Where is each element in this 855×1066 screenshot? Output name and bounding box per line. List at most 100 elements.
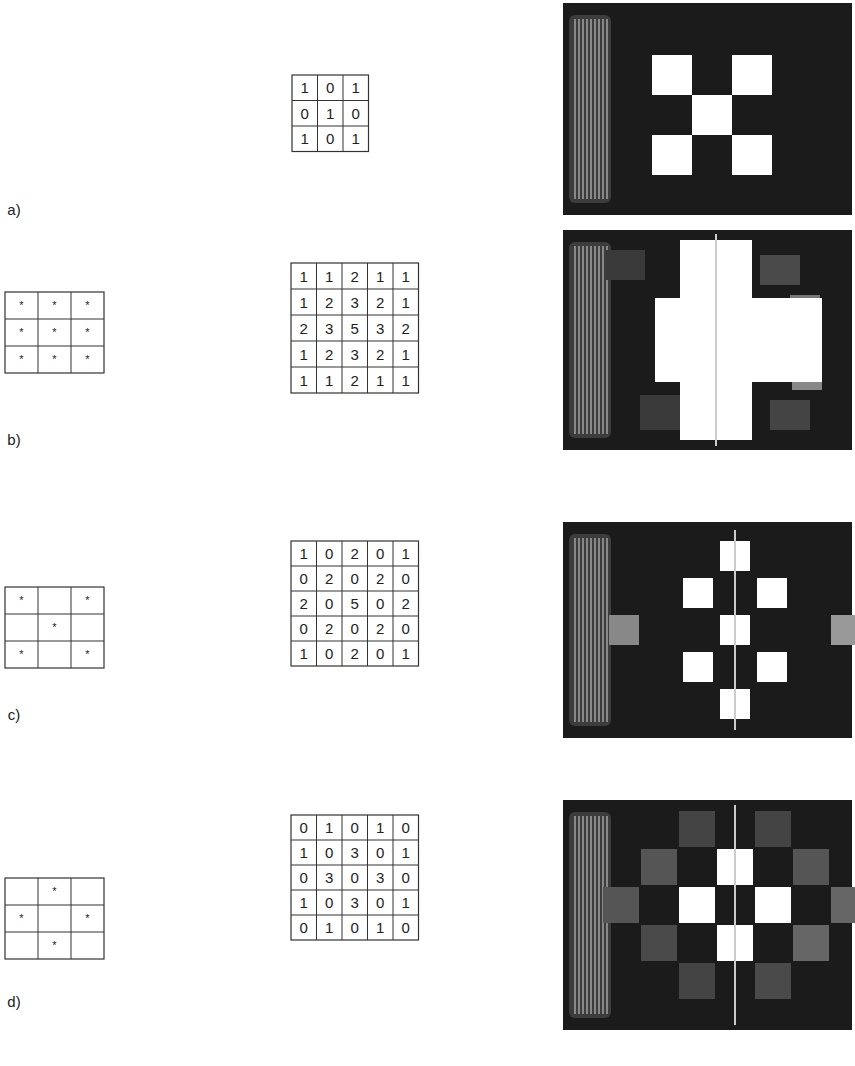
stripe bbox=[598, 246, 599, 434]
table-cell: 0 bbox=[393, 865, 419, 890]
table-cell: 2 bbox=[317, 616, 343, 641]
kernel-mark: * bbox=[5, 905, 38, 932]
grid-line bbox=[291, 341, 419, 342]
grid-line bbox=[342, 263, 343, 393]
grid-line bbox=[38, 587, 39, 668]
table-cell: 1 bbox=[317, 263, 343, 289]
light-square bbox=[755, 811, 791, 847]
grid-line bbox=[367, 815, 368, 940]
photo bbox=[563, 230, 852, 450]
panel-label: c) bbox=[2, 703, 26, 725]
kernel-mark: * bbox=[71, 641, 104, 668]
kernel-mark: * bbox=[5, 346, 38, 373]
table-cell: 1 bbox=[291, 641, 317, 666]
table-cell: 1 bbox=[368, 815, 394, 840]
light-square bbox=[757, 652, 787, 682]
light-square bbox=[793, 925, 829, 961]
light-square bbox=[655, 298, 822, 382]
table-cell: 3 bbox=[342, 289, 368, 315]
table-cell: 1 bbox=[291, 541, 317, 566]
table-cell: 1 bbox=[317, 815, 343, 840]
stripe bbox=[606, 538, 607, 722]
table-cell: 0 bbox=[393, 566, 419, 591]
table-cell: 2 bbox=[368, 289, 394, 315]
scan-line bbox=[734, 530, 736, 730]
scan-line bbox=[734, 805, 736, 1025]
table-cell: 0 bbox=[393, 915, 419, 940]
table-cell: 3 bbox=[317, 865, 343, 890]
kernel-mark: * bbox=[38, 319, 71, 346]
table-cell: 2 bbox=[368, 616, 394, 641]
stripe bbox=[586, 538, 587, 722]
number-grid bbox=[5, 587, 104, 668]
grid-line bbox=[291, 616, 419, 617]
table-cell: 2 bbox=[317, 341, 343, 367]
grid-frame bbox=[5, 878, 104, 959]
light-square bbox=[692, 95, 732, 135]
stripe bbox=[590, 19, 591, 199]
stripe bbox=[594, 538, 595, 722]
table-cell: 0 bbox=[342, 616, 368, 641]
grid-line bbox=[71, 292, 72, 373]
stripe-panel bbox=[569, 242, 611, 438]
table-cell: 3 bbox=[368, 865, 394, 890]
table-cell: 1 bbox=[291, 341, 317, 367]
photo-ground bbox=[563, 522, 852, 738]
light-square bbox=[603, 887, 639, 923]
light-square bbox=[652, 135, 692, 175]
table-cell: 2 bbox=[393, 591, 419, 616]
stripe bbox=[578, 538, 579, 722]
table-cell: 0 bbox=[343, 101, 369, 127]
kernel-mark: * bbox=[38, 614, 71, 641]
table-cell: 1 bbox=[393, 341, 419, 367]
grid-line bbox=[291, 890, 419, 891]
kernel-mark: * bbox=[5, 641, 38, 668]
grid-line bbox=[292, 126, 369, 127]
light-square bbox=[609, 615, 639, 645]
table-cell: 2 bbox=[368, 341, 394, 367]
grid-line bbox=[393, 815, 394, 940]
light-square bbox=[831, 887, 855, 923]
table-cell: 1 bbox=[393, 367, 419, 393]
photo-ground bbox=[563, 230, 852, 450]
table-cell: 1 bbox=[368, 367, 394, 393]
light-square bbox=[641, 925, 677, 961]
stripe bbox=[594, 816, 595, 1014]
table-cell: 1 bbox=[393, 541, 419, 566]
number-grid bbox=[291, 541, 419, 666]
scan-line bbox=[715, 234, 717, 446]
table-cell: 0 bbox=[291, 915, 317, 940]
number-grid bbox=[5, 878, 104, 959]
kernel-mark: * bbox=[38, 346, 71, 373]
grid-line bbox=[316, 815, 317, 940]
table-cell: 0 bbox=[292, 101, 318, 127]
table-cell: 1 bbox=[291, 263, 317, 289]
table-cell: 0 bbox=[291, 616, 317, 641]
light-square bbox=[652, 55, 692, 95]
light-square bbox=[755, 963, 791, 999]
grid-line bbox=[5, 932, 104, 933]
grid-line bbox=[367, 263, 368, 393]
stripe bbox=[590, 538, 591, 722]
table-cell: 1 bbox=[368, 915, 394, 940]
table-cell: 1 bbox=[317, 915, 343, 940]
light-square bbox=[760, 255, 800, 285]
table-cell: 2 bbox=[342, 541, 368, 566]
table-cell: 2 bbox=[291, 315, 317, 341]
table-cell: 5 bbox=[342, 315, 368, 341]
table-cell: 1 bbox=[291, 289, 317, 315]
grid-line bbox=[5, 641, 104, 642]
panel-label: a) bbox=[2, 198, 26, 220]
number-grid bbox=[291, 815, 419, 940]
table-cell: 1 bbox=[343, 126, 369, 152]
table-cell: 3 bbox=[342, 840, 368, 865]
light-square bbox=[679, 811, 715, 847]
light-square bbox=[831, 615, 855, 645]
photo bbox=[563, 3, 852, 215]
kernel-mark: * bbox=[5, 292, 38, 319]
photo-ground bbox=[563, 3, 852, 215]
table-cell: 1 bbox=[393, 840, 419, 865]
table-cell: 0 bbox=[393, 815, 419, 840]
stripe bbox=[590, 246, 591, 434]
